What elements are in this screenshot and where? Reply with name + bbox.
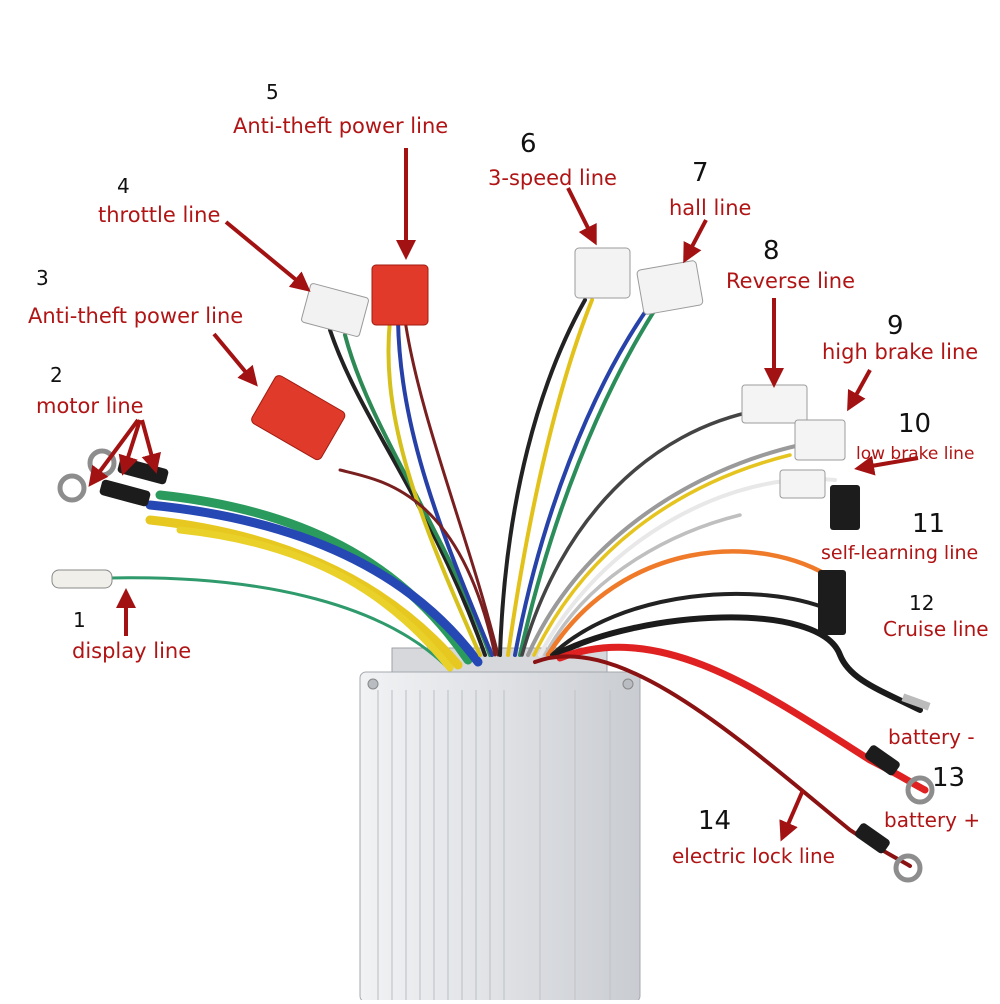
callout-9-number: 9 (887, 311, 904, 341)
callout-13-number: 13 (932, 763, 966, 793)
callout-8-label: Reverse line (726, 269, 855, 293)
arrow-throttle-line (224, 220, 311, 292)
arrow-3-speed-line (566, 187, 597, 246)
arrow-high-brake-line (847, 369, 872, 412)
callout-10-number: 10 (898, 409, 932, 439)
callout-6-number: 6 (520, 129, 537, 159)
callout-arrows (88, 148, 919, 842)
wire-bundle (108, 298, 929, 868)
callout-13-label: battery + (884, 808, 981, 832)
callout-4-number: 4 (117, 174, 130, 198)
callout-3-label: Anti-theft power line (28, 304, 244, 328)
arrow-motor-line-b (118, 419, 142, 476)
callout-5-label: Anti-theft power line (233, 114, 449, 138)
callout-5-number: 5 (266, 80, 279, 104)
callout-1-label: display line (72, 639, 192, 663)
arrow-motor-line-c (140, 419, 161, 474)
callout-3-number: 3 (36, 266, 49, 290)
arrow-anti-theft-left (212, 332, 258, 387)
callout-11-number: 11 (912, 509, 946, 539)
callout-7-label: hall line (669, 196, 752, 220)
callout-1-number: 1 (73, 608, 86, 632)
battery-minus-label: battery - (888, 725, 975, 749)
arrow-motor-line-a (88, 418, 140, 487)
controller-box (359, 647, 641, 1003)
callout-14-number: 14 (698, 806, 732, 836)
callout-6-label: 3-speed line (488, 166, 617, 190)
callout-2-number: 2 (50, 363, 63, 387)
callout-2-label: motor line (36, 394, 144, 418)
callout-10-label: low brake line (856, 444, 975, 464)
callout-9-label: high brake line (822, 340, 979, 364)
callout-11-label: self-learning line (821, 542, 979, 564)
callout-12-number: 12 (909, 591, 935, 615)
callout-12-label: Cruise line (883, 617, 989, 641)
arrow-low-brake-line (854, 455, 919, 476)
callout-7-number: 7 (692, 158, 709, 188)
callout-4-label: throttle line (98, 203, 221, 227)
arrow-electric-lock-line (779, 789, 805, 842)
callout-14-label: electric lock line (672, 844, 835, 868)
arrow-hall-line (683, 219, 708, 264)
callout-8-number: 8 (763, 236, 780, 266)
